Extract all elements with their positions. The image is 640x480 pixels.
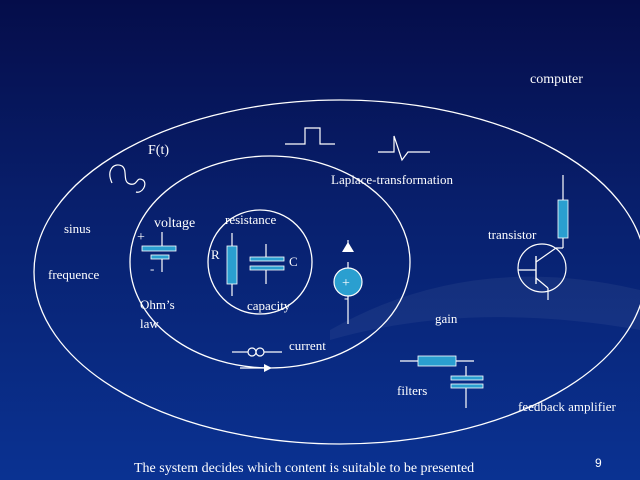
middle-ellipse [129,155,411,369]
voltage-label: voltage [154,216,196,231]
ohms-law-label: Ohm’s law [140,297,175,331]
plus-voltage-label: + [137,230,145,245]
resistance-label: resistance [225,212,277,227]
plus-source-label: + [342,276,350,291]
capacitor-symbol-icon [249,244,285,284]
computer-label: computer [530,72,583,87]
sinus-label: sinus [64,221,91,236]
current-meter-icon [232,347,282,372]
ft-label: F(t) [148,143,169,158]
transistor-label: transistor [488,227,537,242]
footer-caption: The system decides which content is suit… [134,461,475,476]
impulse-signal-icon [378,135,430,162]
capacity-label: capacity [247,298,291,313]
inner-circle [207,209,313,315]
minus-source-label: - [344,291,349,306]
gain-label: gain [435,311,458,326]
resistor-symbol-icon [226,233,238,296]
frequence-label: frequence [48,267,100,282]
transistor-symbol-icon [517,175,569,300]
minus-voltage-label: - [150,261,155,276]
feedback-amplifier-label: feedback amplifier [518,399,616,414]
background-swoosh [330,276,640,340]
battery-symbol-icon [141,232,177,272]
current-source-icon [333,240,363,324]
outer-ellipse [33,99,640,445]
r-label: R [211,247,220,262]
c-label: C [289,254,298,269]
filters-label: filters [397,383,428,398]
filter-symbol-icon [400,355,484,408]
page-number: 9 [595,456,602,470]
current-label: current [289,338,326,353]
laplace-label: Laplace-transformation [331,172,453,187]
squiggle-signal-icon [109,164,146,193]
pulse-signal-icon [285,127,335,145]
